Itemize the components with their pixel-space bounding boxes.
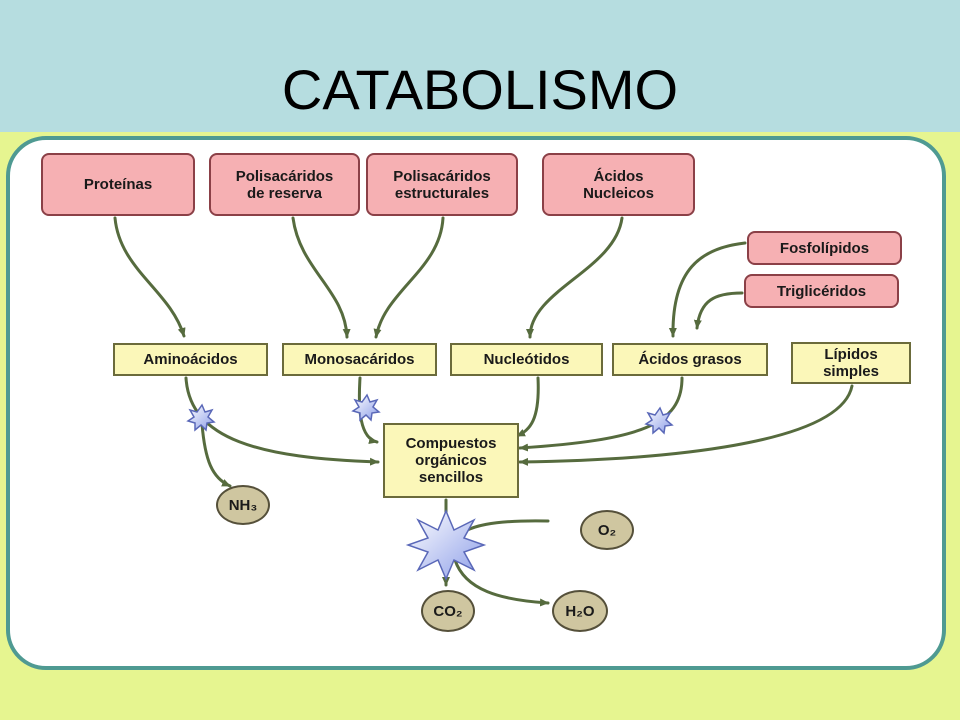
arrow-polireserva-monosacaridos bbox=[291, 216, 351, 339]
box-monosacaridos: Monosacáridos bbox=[282, 343, 437, 376]
box-proteinas: Proteínas bbox=[41, 153, 195, 216]
arrow-trigliceridos-acidosgrasos bbox=[693, 291, 744, 330]
arrow-monosacaridos-compuestos bbox=[357, 376, 379, 445]
title-bar: CATABOLISMO bbox=[0, 0, 960, 132]
arrow-lipidos-compuestos bbox=[518, 384, 854, 466]
box-lipidos-simples-line1: Lípidos bbox=[824, 346, 878, 363]
arrow-acidosnucleicos-nucleotidos bbox=[526, 216, 624, 339]
arrow-aminoacidos-nh3 bbox=[200, 422, 232, 488]
box-polisacaridos-reserva-line1: Polisacáridos bbox=[235, 167, 334, 185]
arrow-fosfolipidos-acidosgrasos bbox=[668, 241, 747, 338]
compuestos-line3: sencillos bbox=[418, 469, 484, 486]
slide-title: CATABOLISMO bbox=[281, 58, 679, 121]
box-lipidos-simples-line2: simples bbox=[823, 363, 879, 380]
product-o2: O₂ bbox=[580, 510, 634, 550]
compuestos-line1: Compuestos bbox=[405, 435, 497, 452]
box-polisacaridos-reserva-line2: de reserva bbox=[246, 184, 323, 202]
box-acidos-nucleicos-line1: Ácidos bbox=[593, 167, 644, 185]
arrow-nucleotidos-compuestos bbox=[515, 376, 540, 438]
box-acidos-nucleicos-line2: Nucleicos bbox=[583, 184, 654, 202]
product-co2: CO₂ bbox=[421, 590, 475, 632]
box-nucleotidos: Nucleótidos bbox=[450, 343, 603, 376]
enzyme-star-icon-acidosgrasos bbox=[644, 406, 674, 435]
arrow-aminoacidos-compuestos bbox=[184, 376, 380, 466]
arrow-acidosgrasos-compuestos bbox=[518, 376, 684, 452]
box-polisacaridos-estructurales-line1: Polisacáridos bbox=[393, 167, 491, 185]
enzyme-star-icon-monosacaridos bbox=[351, 393, 381, 422]
enzyme-star-icon-aminoacidos bbox=[186, 403, 216, 432]
arrow-star-h2o bbox=[453, 558, 550, 607]
box-aminoacidos: Aminoácidos bbox=[113, 343, 268, 376]
box-fosfolipidos: Fosfolípidos bbox=[747, 231, 902, 265]
compuestos-line2: orgánicos bbox=[415, 452, 487, 469]
diagram-panel bbox=[6, 136, 946, 670]
arrow-proteinas-aminoacidos bbox=[113, 216, 186, 338]
box-polisacaridos-estructurales-line2: estructurales bbox=[394, 184, 490, 202]
product-h2o: H₂O bbox=[552, 590, 608, 632]
arrow-poliestruct-monosacaridos bbox=[373, 216, 445, 339]
central-star-icon bbox=[405, 509, 487, 581]
product-nh3: NH₃ bbox=[216, 485, 270, 525]
box-acidos-grasos: Ácidos grasos bbox=[612, 343, 768, 376]
box-trigliceridos: Triglicéridos bbox=[744, 274, 899, 308]
